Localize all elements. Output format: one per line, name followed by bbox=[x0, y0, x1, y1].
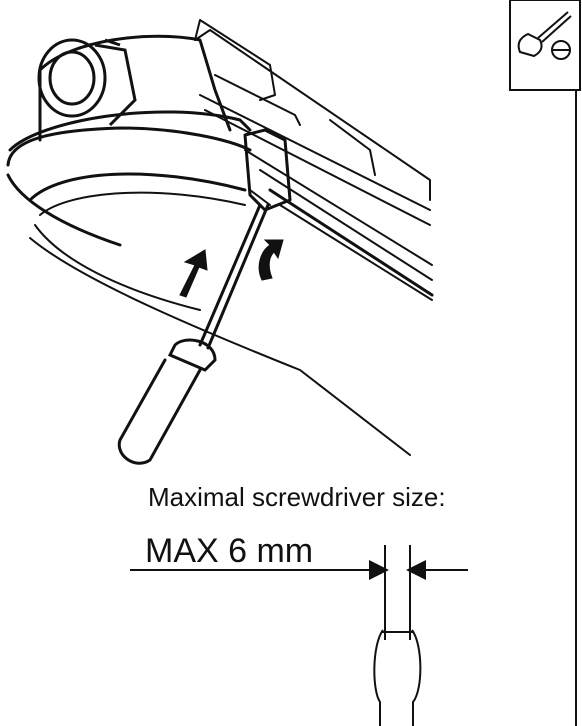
max-size-label: MAX 6 mm bbox=[145, 532, 314, 570]
flathead-screwdriver-icon bbox=[509, 0, 581, 91]
push-arrow-icon bbox=[179, 249, 208, 298]
dimension-diagram bbox=[130, 545, 468, 726]
screwdriver-illustration bbox=[117, 203, 270, 465]
cable-gland bbox=[37, 38, 137, 127]
rotate-arrow-icon bbox=[258, 239, 284, 281]
caption-text: Maximal screwdriver size: bbox=[148, 482, 446, 512]
luminaire-body bbox=[6, 19, 434, 456]
